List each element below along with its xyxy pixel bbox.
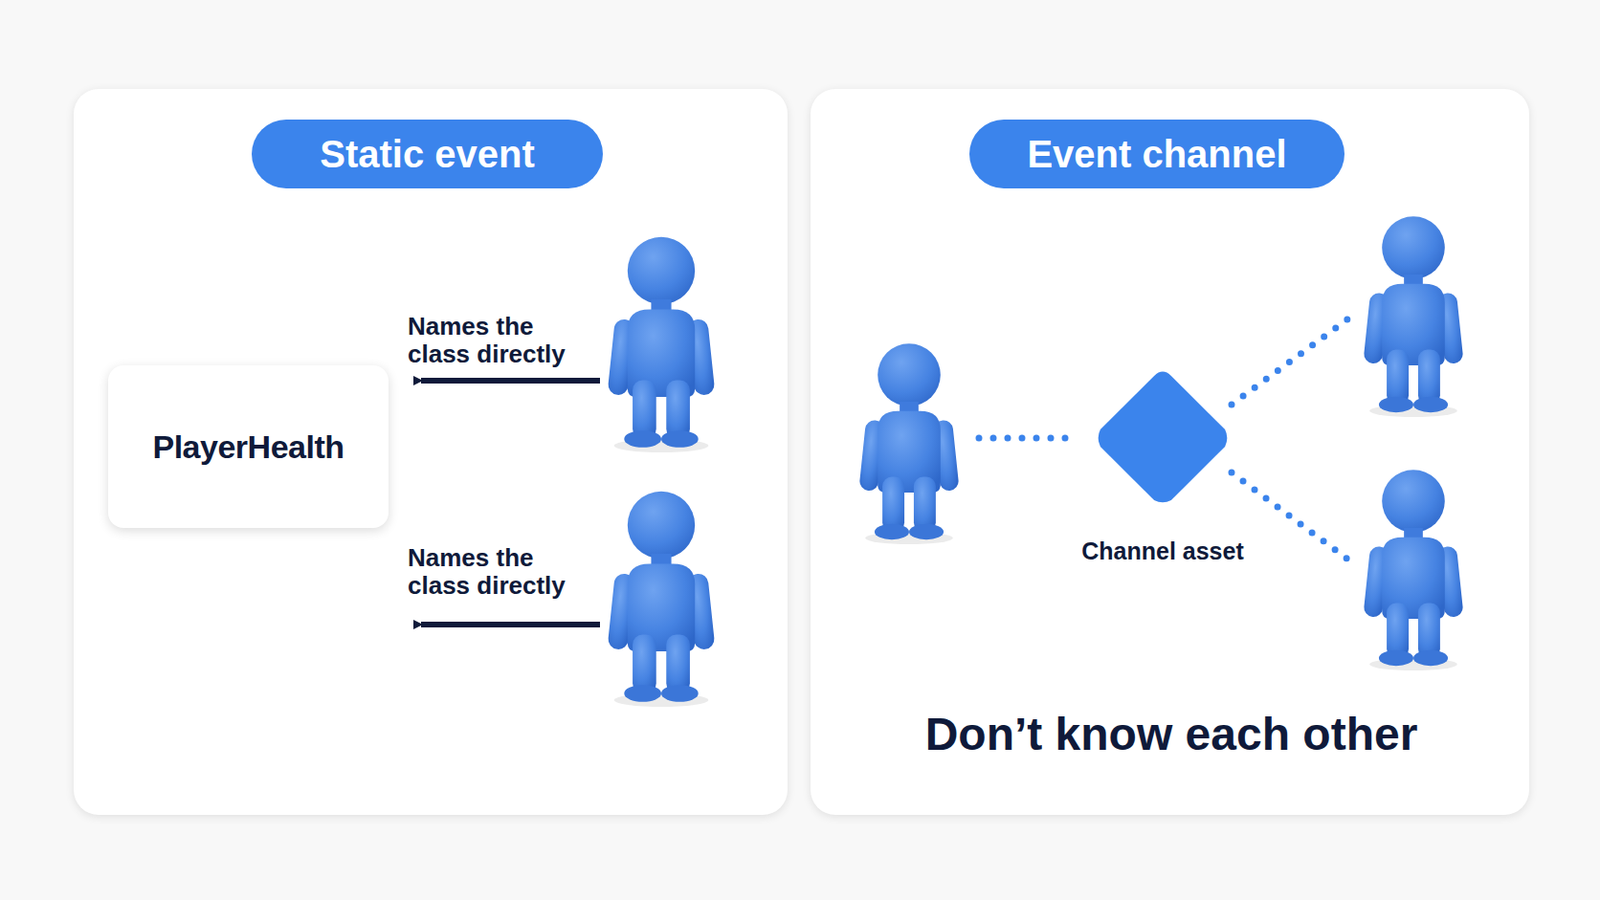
node-text: Event channel — [1026, 133, 1287, 177]
node-text: Static event — [319, 133, 535, 177]
channel-diamond: Channel asset — [1091, 367, 1234, 510]
arrow-label: Names the class directly — [407, 312, 590, 369]
node-text: PlayerHealth — [153, 428, 345, 467]
title-pill: Static event — [251, 119, 603, 189]
diamond-shape — [1091, 367, 1234, 510]
node-label: Channel asset — [1081, 537, 1245, 566]
caption-note: Don’t know each other — [861, 710, 1482, 761]
class-box: PlayerHealth — [108, 365, 389, 529]
title-pill: Event channel — [969, 119, 1345, 189]
arrow-label: Names the class directly — [407, 544, 590, 600]
